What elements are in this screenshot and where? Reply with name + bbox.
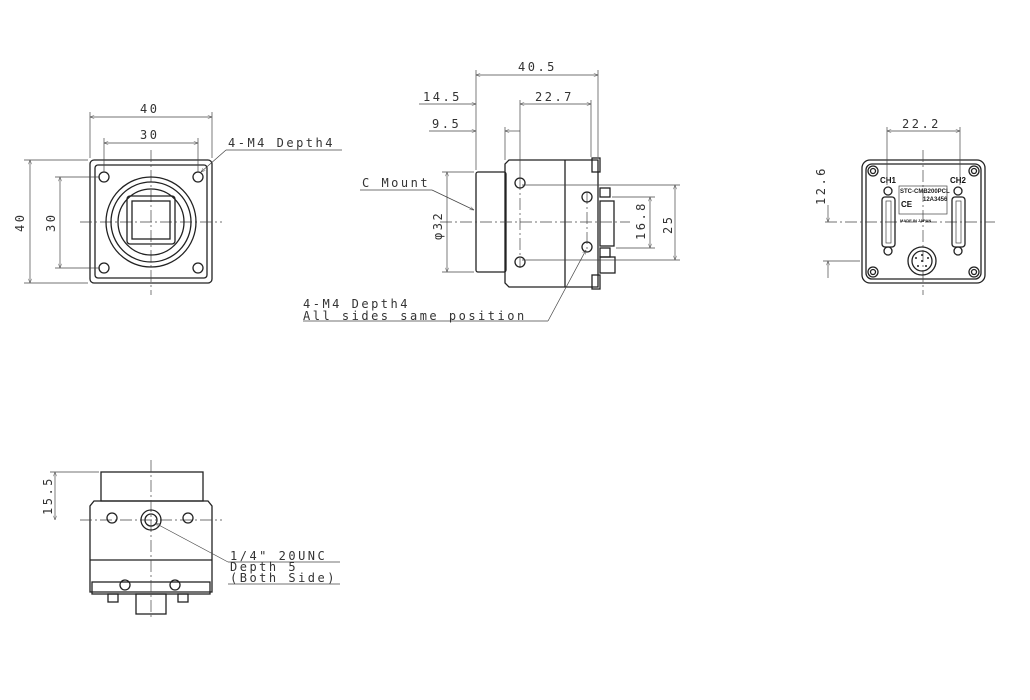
tripod-hole-icon <box>140 509 162 531</box>
front-hole-note: 4-M4 Depth4 <box>228 136 335 150</box>
camera-link-connector-ch2[interactable] <box>951 186 966 256</box>
tripod-note-sides: (Both Side) <box>230 571 337 585</box>
dim-22-7: 22.7 <box>535 90 574 104</box>
rear-view: CH1 CH2 STC-CMB200PCL 12A3456 CE MADE IN… <box>814 117 995 295</box>
dim-diameter: φ32 <box>431 211 445 240</box>
dim-front-height: 40 <box>13 213 27 232</box>
dim-15-5: 15.5 <box>41 476 55 515</box>
mount-hole-icon <box>867 165 980 278</box>
made-in-label: MADE IN JAPAN <box>900 218 931 223</box>
dim-22-2: 22.2 <box>902 117 941 131</box>
tripod-note-thread: 1/4" 20UNC <box>230 549 327 563</box>
ch2-label: CH2 <box>950 176 967 185</box>
dim-25: 25 <box>661 215 675 234</box>
dim-front-width: 40 <box>140 102 159 116</box>
side-view: 40.5 14.5 22.7 9.5 φ32 C Mount 25 16.8 4… <box>303 60 680 323</box>
dim-9-5: 9.5 <box>432 117 461 131</box>
dim-16-8: 16.8 <box>634 201 648 240</box>
power-connector[interactable] <box>907 246 937 276</box>
dim-14-5: 14.5 <box>423 90 462 104</box>
dim-front-hole-width: 30 <box>140 128 159 142</box>
bottom-view: 15.5 1/4" 20UNC Depth 5 (Both Side) <box>41 460 340 620</box>
dim-front-hole-height: 30 <box>44 213 58 232</box>
ce-mark: CE <box>901 200 913 209</box>
dim-12-6: 12.6 <box>814 166 828 205</box>
serial-label: 12A3456 <box>923 197 948 203</box>
mount-hole-icon <box>514 177 593 268</box>
front-view: 40 30 40 30 4-M4 Depth4 <box>13 102 342 295</box>
tripod-note-depth: Depth 5 <box>230 560 298 574</box>
side-hole-note: 4-M4 Depth4 <box>303 297 410 311</box>
c-mount-label: C Mount <box>362 176 430 190</box>
model-label: STC-CMB200PCL <box>900 189 950 195</box>
side-hole-note-2: All sides same position <box>303 309 527 323</box>
ch1-label: CH1 <box>880 176 897 185</box>
dim-length-total: 40.5 <box>518 60 557 74</box>
camera-link-connector-ch1[interactable] <box>881 186 896 256</box>
mount-hole-icon <box>106 512 194 591</box>
